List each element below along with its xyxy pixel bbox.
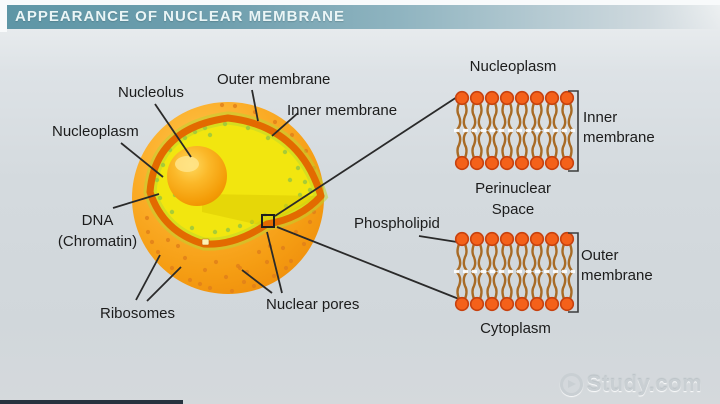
studycom-watermark: Study.com xyxy=(559,371,702,397)
outer-membrane-leader-line xyxy=(251,89,259,122)
title-bar: APPEARANCE OF NUCLEAR MEMBRANE xyxy=(7,5,720,29)
leader-lines xyxy=(112,89,465,302)
rim-pore-notch xyxy=(201,238,210,246)
nucleolus-leader-line xyxy=(154,103,192,158)
watermark-brand-text: Study.com xyxy=(586,371,702,396)
inner-membrane-bracket xyxy=(568,90,579,172)
outer-membrane-bilayer xyxy=(454,231,575,312)
nuclear-pores-leader-line-1 xyxy=(266,231,283,294)
left-margin xyxy=(0,0,7,32)
label-inner-membrane: Inner membrane xyxy=(287,102,398,119)
label-outer-membrane: Outer membrane xyxy=(217,71,331,88)
inner-bracket-line1: Inner xyxy=(583,109,618,126)
label-dna-chromatin: DNA (Chromatin) xyxy=(40,210,155,252)
inner-membrane-leader-line xyxy=(271,112,299,137)
ribosomes-leader-line-2 xyxy=(146,266,182,302)
nuclear-pores-leader-line-2 xyxy=(241,269,273,294)
label-phospholipid: Phospholipid xyxy=(354,215,440,232)
zoom-region-box xyxy=(261,214,275,228)
outer-membrane-bracket xyxy=(568,232,579,313)
outer-bracket-line2: membrane xyxy=(581,267,653,284)
label-cytoplasm: Cytoplasm xyxy=(480,320,551,337)
perinuclear-line1: Perinuclear xyxy=(475,180,551,197)
label-nuclear-pores: Nuclear pores xyxy=(266,296,360,313)
zoom-line-to-outer-membrane xyxy=(276,226,465,302)
bottom-edge-strip xyxy=(0,400,183,404)
label-dna-line2: (Chromatin) xyxy=(57,233,138,250)
play-circle-icon xyxy=(559,372,583,396)
outer-bracket-line1: Outer xyxy=(581,247,619,264)
nucleolus-highlight xyxy=(175,156,199,172)
inner-membrane-bilayer xyxy=(454,90,575,171)
label-nucleoplasm: Nucleoplasm xyxy=(52,123,139,140)
top-margin xyxy=(0,0,720,5)
phospholipid-leader-line xyxy=(418,235,458,243)
label-perinuclear-space: Perinuclear Space xyxy=(448,178,578,220)
nucleolus-sphere xyxy=(167,146,227,206)
ribosome-dots xyxy=(144,102,322,294)
label-nucleolus: Nucleolus xyxy=(118,84,184,101)
label-dna-line1: DNA xyxy=(81,212,114,229)
zoom-line-to-inner-membrane xyxy=(274,96,458,217)
nucleus-illustration xyxy=(132,102,329,294)
shadow-wedge xyxy=(202,194,321,226)
nucleoplasm-leader-line xyxy=(120,142,164,178)
page-title: APPEARANCE OF NUCLEAR MEMBRANE xyxy=(15,8,346,25)
inner-bracket-line2: membrane xyxy=(583,129,655,146)
nuclear-envelope-rim xyxy=(146,114,325,248)
label-ribosomes: Ribosomes xyxy=(100,305,176,322)
label-outer-membrane-bracket: Outer membrane xyxy=(581,246,653,286)
dna-leader-line xyxy=(112,193,160,209)
perinuclear-line2: Space xyxy=(491,201,535,218)
label-inner-membrane-bracket: Inner membrane xyxy=(583,108,655,148)
label-nucleoplasm-top: Nucleoplasm xyxy=(469,58,557,75)
ribosomes-leader-line-1 xyxy=(135,254,161,301)
